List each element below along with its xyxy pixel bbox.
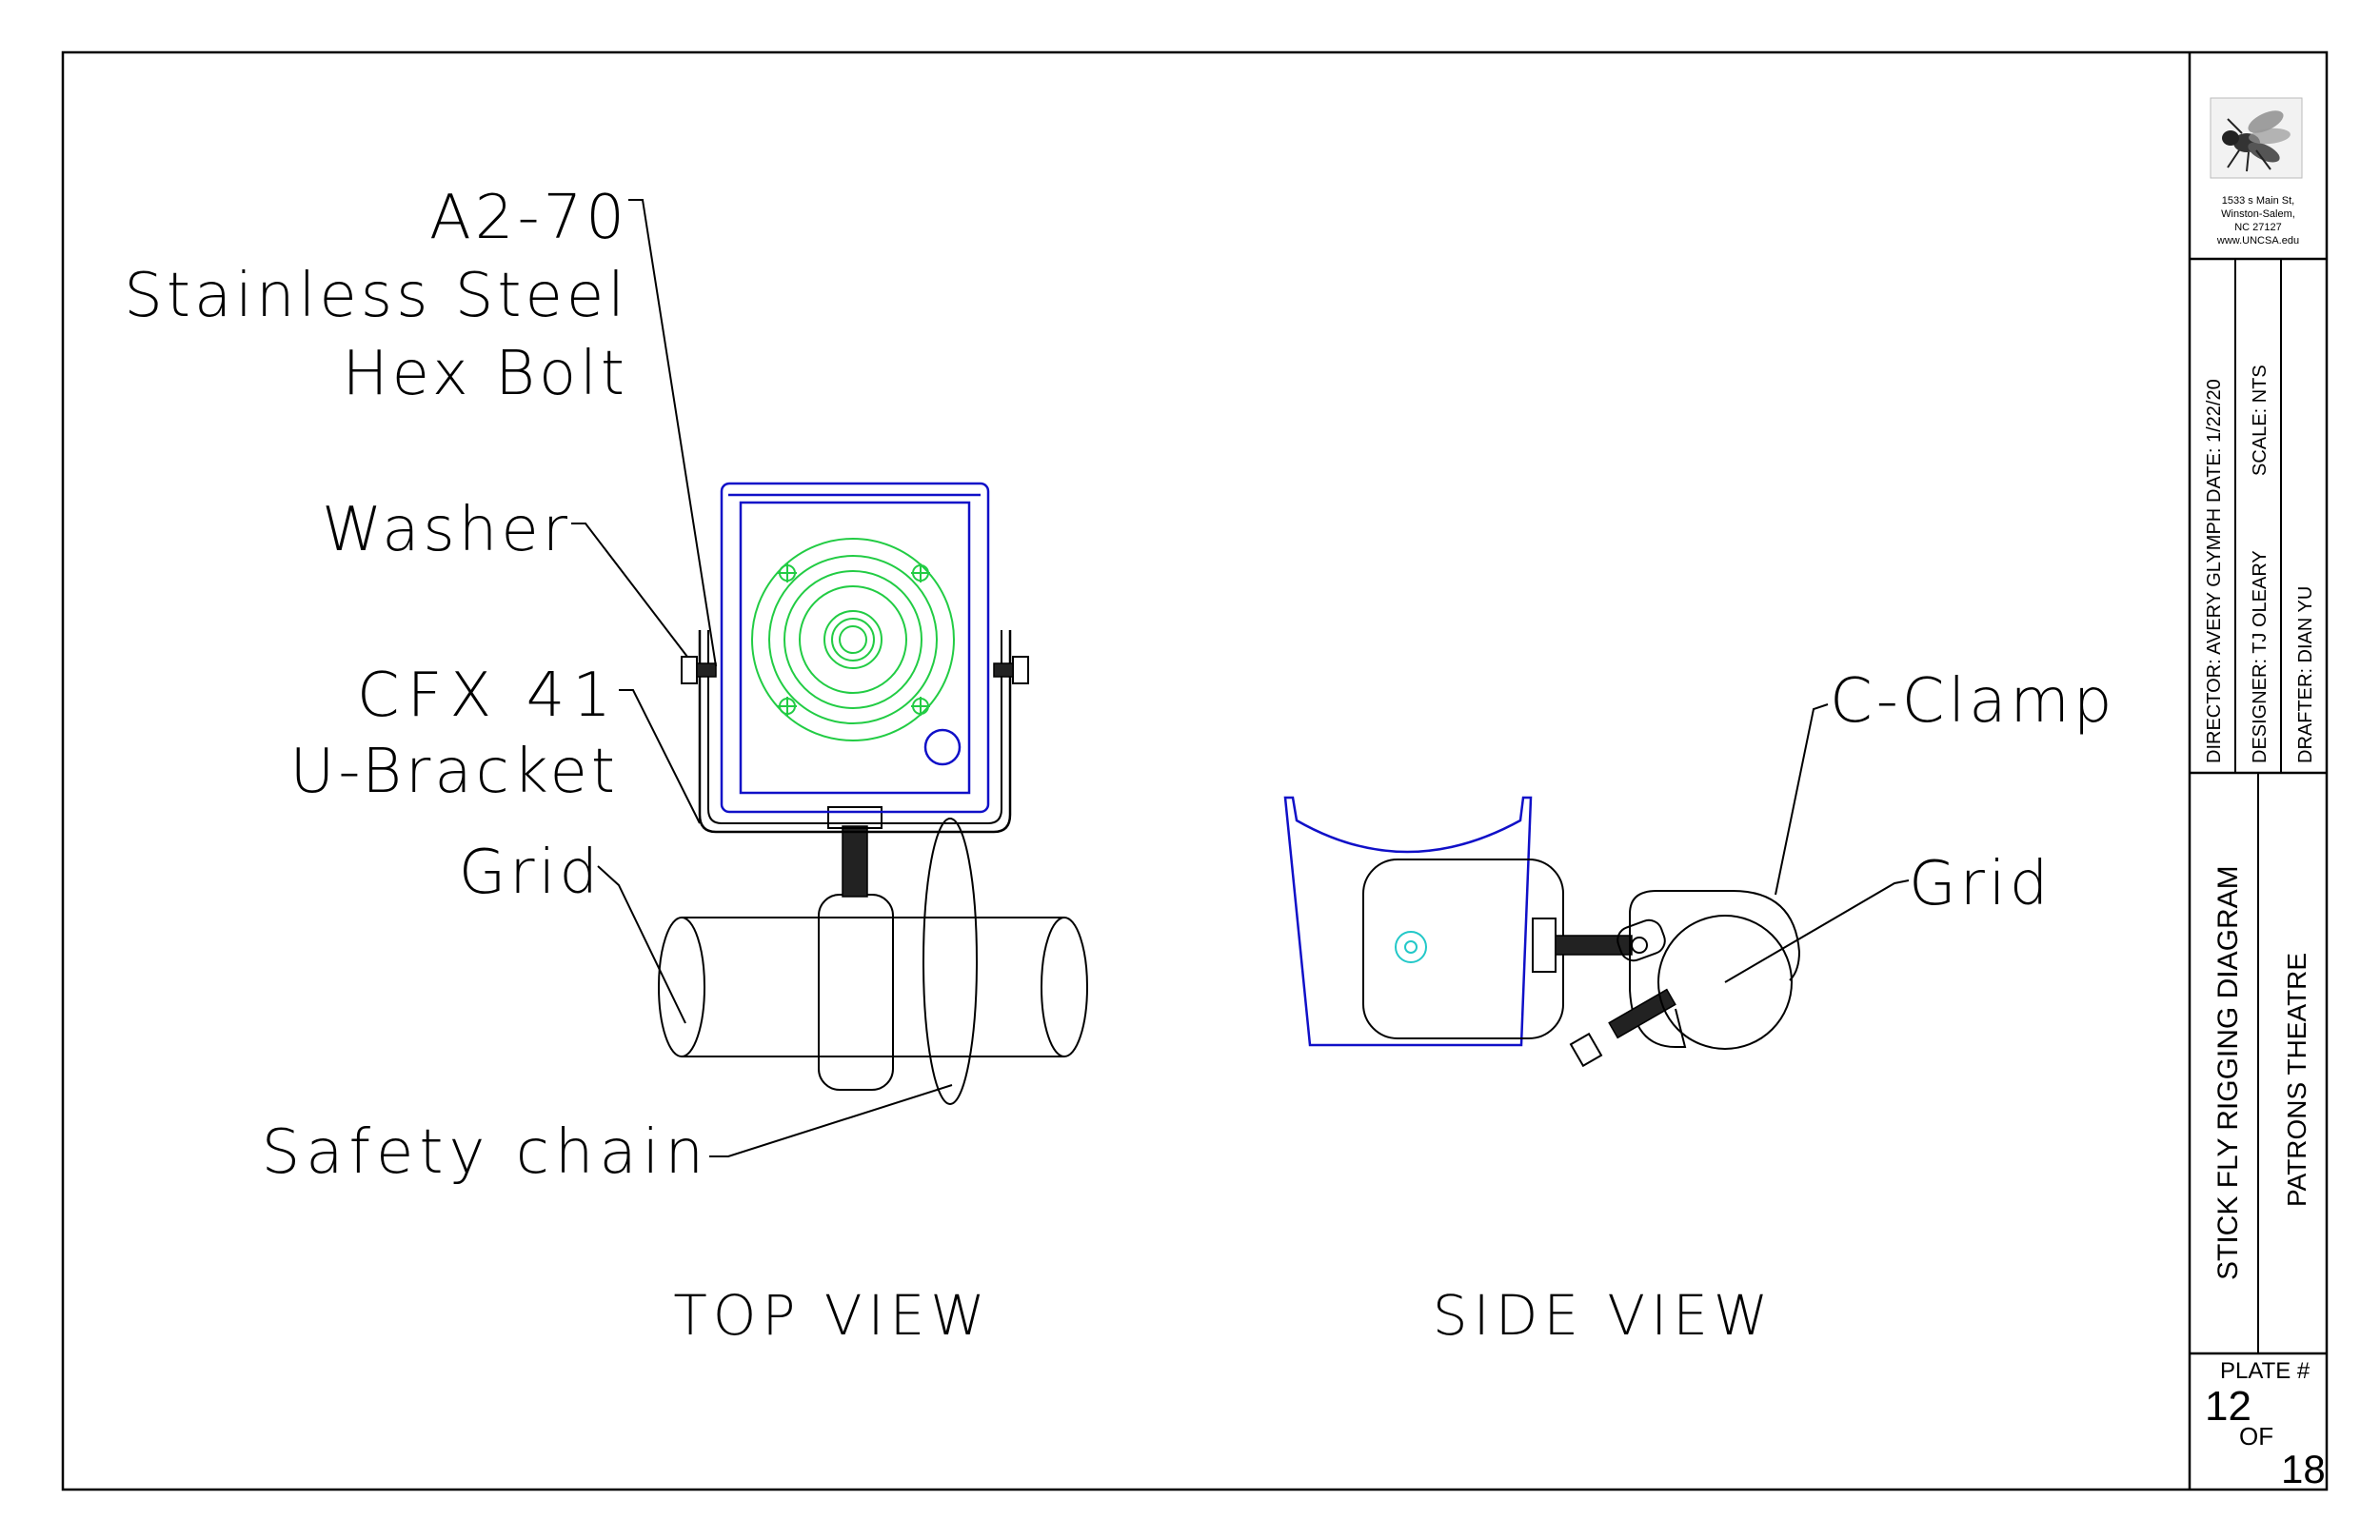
title-block: 1533 s Main St, Winston-Salem, NC 27127 … bbox=[2188, 52, 2327, 1491]
top-clamp-body bbox=[818, 894, 894, 1091]
side-c-clamp bbox=[1629, 890, 1801, 990]
side-clamp-bolt bbox=[1608, 988, 1676, 1039]
callout-safety-chain: Safety chain bbox=[262, 1117, 709, 1188]
top-view-leaders bbox=[571, 199, 953, 1157]
plate-total: 18 bbox=[2281, 1447, 2326, 1491]
side-bracket-nut bbox=[1532, 918, 1557, 973]
callout-grid-side: Grid bbox=[1909, 849, 2052, 919]
callout-c-clamp: C-Clamp bbox=[1830, 666, 2115, 737]
top-grid-pipe bbox=[658, 917, 1088, 1057]
side-view-drawing bbox=[1283, 796, 1801, 1068]
top-bracket-nut bbox=[827, 806, 883, 829]
plate-number: 12 bbox=[2205, 1383, 2251, 1430]
fly-logo-icon bbox=[2210, 97, 2303, 179]
of-label: OF bbox=[2239, 1422, 2273, 1451]
drawing-title: STICK FLY RIGGING DIAGRAM bbox=[2212, 865, 2244, 1280]
plate-label: PLATE # bbox=[2220, 1358, 2311, 1384]
address-line-2: Winston-Salem, bbox=[2221, 208, 2295, 220]
address-line-3: NC 27127 bbox=[2234, 222, 2282, 233]
side-view-leaders bbox=[1724, 703, 1910, 983]
side-mount-circle bbox=[1395, 931, 1427, 963]
venue-title: PATRONS THEATRE bbox=[2282, 953, 2311, 1207]
date-credit: DATE: 1/22/20 bbox=[2204, 379, 2225, 503]
callout-bracket-line1: CFX 41 bbox=[357, 661, 619, 731]
top-washer-left bbox=[681, 656, 698, 684]
sheet-border bbox=[61, 50, 2329, 1491]
callout-bracket-line2: U-Bracket bbox=[289, 737, 619, 807]
designer-credit: DESIGNER: TJ OLEARY bbox=[2250, 550, 2271, 763]
drafter-credit: DRAFTER: DIAN YU bbox=[2295, 586, 2316, 763]
side-grid-pipe bbox=[1657, 915, 1793, 1050]
callouts: A2-70 Stainless Steel Hex Bolt Washer CF… bbox=[124, 183, 2115, 1348]
top-u-bracket bbox=[698, 630, 1012, 834]
callout-washer: Washer bbox=[322, 495, 571, 565]
director-credit: DIRECTOR: AVERY GLYMPH bbox=[2204, 508, 2225, 763]
callout-bolt-line2: Stainless Steel bbox=[124, 261, 628, 331]
side-view-label: SIDE VIEW bbox=[1433, 1283, 1774, 1348]
scale-credit: SCALE: NTS bbox=[2250, 365, 2271, 476]
top-safety-chain bbox=[922, 818, 978, 1105]
top-port-circle bbox=[923, 728, 962, 766]
address-line-4: www.UNCSA.edu bbox=[2216, 235, 2299, 247]
top-speaker-box bbox=[720, 482, 990, 814]
callout-bolt-line3: Hex Bolt bbox=[342, 339, 628, 409]
callout-grid-top: Grid bbox=[459, 838, 602, 908]
top-view-drawing bbox=[658, 482, 1088, 1105]
top-view-label: TOP VIEW bbox=[673, 1283, 990, 1348]
top-washer-right bbox=[1012, 656, 1029, 684]
address-line-1: 1533 s Main St, bbox=[2222, 195, 2294, 207]
side-speaker-wedge bbox=[1283, 796, 1533, 1047]
top-speaker-cone bbox=[751, 538, 955, 741]
callout-bolt-line1: A2-70 bbox=[429, 183, 628, 253]
top-threaded-rod bbox=[842, 825, 868, 898]
